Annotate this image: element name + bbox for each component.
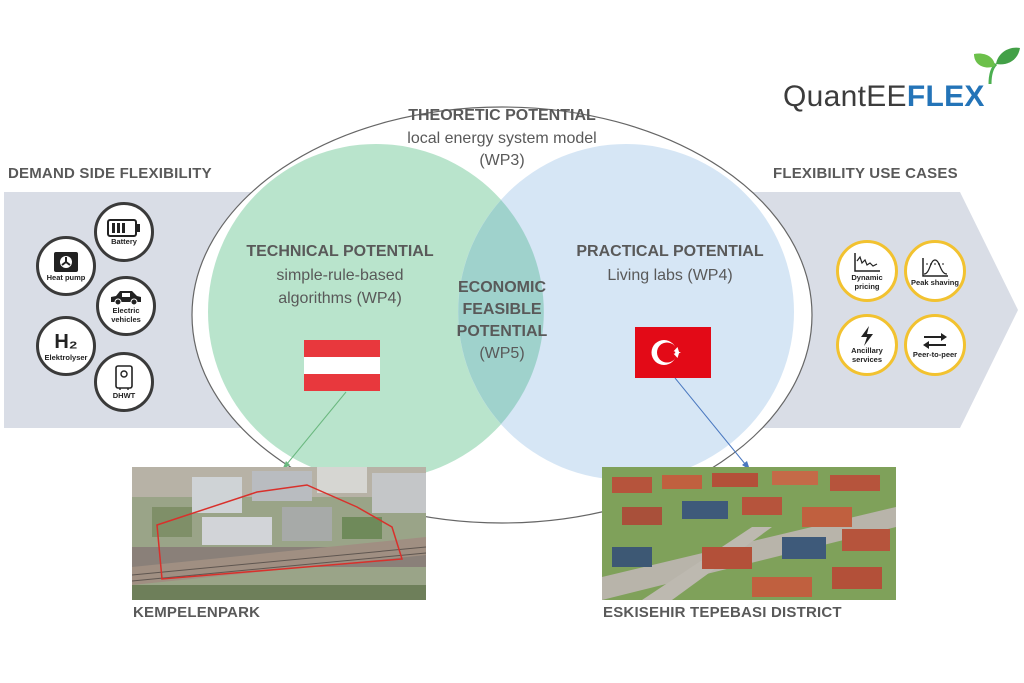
theoretic-potential-label: THEORETIC POTENTIAL local energy system … [352, 107, 652, 170]
heat-pump-node: Heat pump [36, 236, 96, 296]
car-node: Electric vehicles [96, 276, 156, 336]
turkey-connector [674, 377, 751, 471]
logo-text-regular: QuantEE [783, 80, 907, 113]
logo-text-bold: FLEX [906, 80, 985, 113]
dynamic-pricing-icon [854, 253, 880, 272]
economic-line2: FEASIBLE [462, 301, 542, 318]
car-label: Electric vehicles [111, 306, 141, 324]
car-icon [111, 291, 141, 306]
technical-title: TECHNICAL POTENTIAL [246, 243, 434, 260]
economic-line4: (WP5) [479, 345, 525, 362]
heat-pump-icon [54, 251, 78, 272]
battery-label: Battery [111, 236, 137, 246]
boiler-icon [115, 364, 133, 390]
practical-line1: Living labs (WP4) [607, 267, 733, 284]
use-cases-title: FLEXIBILITY USE CASES [773, 165, 958, 182]
quanteeflex-logo: QuantEEFLEX [783, 80, 985, 114]
theoretic-line2: (WP3) [479, 152, 525, 169]
turkey-flag [635, 327, 711, 378]
lightning-icon [861, 326, 873, 346]
economic-line1: ECONOMIC [458, 279, 546, 296]
ancillary-services-node: Ancillary services [836, 314, 898, 376]
austria-flag [304, 340, 380, 391]
technical-potential-circle [208, 144, 544, 480]
ancillary-services-label: Ancillary services [851, 346, 883, 364]
economic-line3: POTENTIAL [456, 323, 548, 340]
practical-title: PRACTICAL POTENTIAL [576, 243, 764, 260]
arrows-icon [923, 332, 947, 349]
economic-overlap [458, 200, 544, 424]
economic-potential-label: ECONOMIC FEASIBLE POTENTIAL (WP5) [440, 277, 564, 365]
technical-potential-label: TECHNICAL POTENTIAL simple-rule-based al… [225, 243, 455, 308]
boiler-node: DHWT [94, 352, 154, 412]
theoretic-line1: local energy system model [407, 130, 597, 147]
technical-line2: algorithms (WP4) [278, 290, 402, 307]
boiler-label: DHWT [112, 390, 136, 400]
battery-node: Battery [94, 202, 154, 262]
dynamic-pricing-label: Dynamic pricing [851, 273, 883, 291]
technical-line1: simple-rule-based [276, 267, 404, 284]
kempelenpark-label: KEMPELENPARK [133, 604, 261, 621]
peak-shaving-icon [922, 257, 948, 277]
battery-icon [107, 218, 140, 237]
austria-connector [281, 391, 347, 471]
heat-pump-label: Heat pump [46, 272, 86, 282]
peak-shaving-label: Peak shaving [911, 277, 959, 287]
h2-label: Elektrolyser [44, 352, 88, 362]
peer-to-peer-label: Peer-to-peer [912, 349, 958, 359]
theoretic-title: THEORETIC POTENTIAL [408, 107, 596, 124]
eskisehir-label: ESKISEHIR TEPEBASI DISTRICT [603, 604, 842, 621]
peer-to-peer-node: Peer-to-peer [904, 314, 966, 376]
h2-node: H₂ Elektrolyser [36, 316, 96, 376]
practical-potential-circle [458, 144, 794, 480]
practical-potential-label: PRACTICAL POTENTIAL Living labs (WP4) [560, 243, 780, 285]
demand-side-title: DEMAND SIDE FLEXIBILITY [8, 165, 212, 182]
eskisehir-photo [602, 467, 896, 600]
leaf-icon [974, 47, 1020, 85]
peak-shaving-node: Peak shaving [904, 240, 966, 302]
h2-icon: H₂ [54, 330, 78, 353]
dynamic-pricing-node: Dynamic pricing [836, 240, 898, 302]
kempelenpark-photo [132, 467, 426, 600]
